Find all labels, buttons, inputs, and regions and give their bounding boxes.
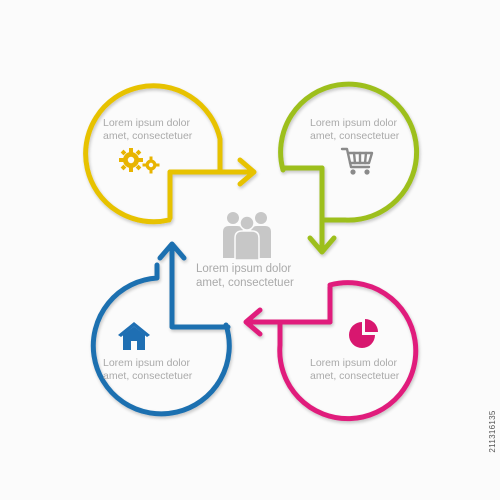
- step-1-text-line1: Lorem ipsum dolor: [103, 117, 190, 129]
- side-stock-id-text: 211316135: [488, 410, 497, 453]
- blue-arrow-shaft: [169, 243, 231, 330]
- pie-chart-icon: [349, 319, 378, 348]
- side-stock-id: 211316135: [487, 375, 497, 490]
- gears-icon: [119, 148, 160, 174]
- blue-arrow-head: [157, 241, 187, 261]
- house-icon: [118, 322, 150, 350]
- step-3-text-line1: Lorem ipsum dolor: [310, 357, 397, 369]
- step-2-connector: [278, 81, 420, 255]
- center-text-line1: Lorem ipsum dolor: [196, 263, 292, 275]
- step-3-text: Lorem ipsum dolor amet, consectetuer: [310, 357, 399, 383]
- shopping-cart-icon: [340, 147, 374, 175]
- yellow-arrow-head: [237, 157, 257, 187]
- green-loop-arrow: [278, 81, 420, 223]
- step-3-connector: [243, 280, 419, 422]
- center-text-line2: amet, consectetuer: [196, 277, 294, 289]
- step-1-text: Lorem ipsum dolor amet, consectetuer: [103, 117, 192, 143]
- yellow-loop-arrow: [83, 83, 223, 225]
- green-arrow-head: [307, 235, 337, 255]
- pink-loop-arrow: [277, 280, 419, 422]
- step-4-text-line1: Lorem ipsum dolor: [103, 357, 190, 369]
- step-4-connector: [90, 241, 232, 417]
- pink-arrow-head: [243, 307, 263, 337]
- step-1-connector: [83, 83, 257, 225]
- blue-loop-arrow: [90, 262, 232, 417]
- team-icon: [223, 212, 271, 260]
- step-2-text-line2: amet, consectetuer: [310, 130, 400, 142]
- step-1-text-line2: amet, consectetuer: [103, 130, 193, 142]
- step-4-text: Lorem ipsum dolor amet, consectetuer: [103, 357, 192, 383]
- step-2-text-line1: Lorem ipsum dolor: [310, 117, 397, 129]
- step-3-text-line2: amet, consectetuer: [310, 370, 400, 382]
- step-2-text: Lorem ipsum dolor amet, consectetuer: [310, 117, 399, 143]
- center-text: Lorem ipsum dolor amet, consectetuer: [196, 262, 294, 290]
- step-4-text-line2: amet, consectetuer: [103, 370, 193, 382]
